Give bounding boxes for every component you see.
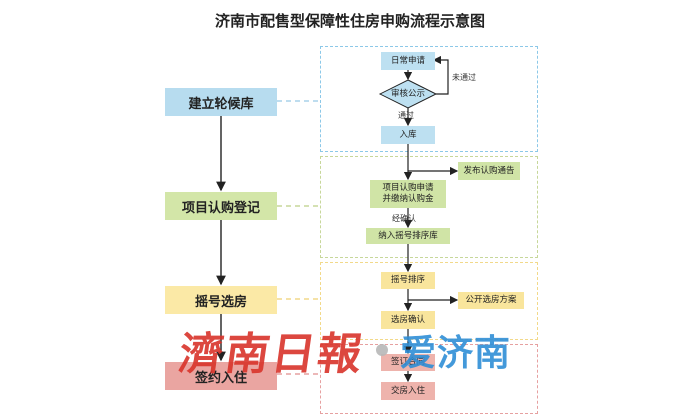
step-enter-pool: 入库 (381, 126, 435, 144)
arrow-not-passed-loop (432, 55, 449, 95)
label-after-confirmation: 经确认 (392, 214, 416, 223)
step-lottery-ranking: 摇号排序 (381, 272, 435, 289)
region-sign-move-in (320, 344, 538, 414)
region-project-registration (320, 156, 538, 258)
region-candidate-pool (320, 46, 538, 152)
newspaper-watermark: 濟南日報 爱济南 (176, 320, 540, 380)
step-project-application: 项目认购申请 并缴纳认购金 (370, 180, 446, 208)
step-lottery-queue: 纳入摇号排序库 (366, 228, 450, 244)
diagram-title: 济南市配售型保障性住房申购流程示意图 (214, 12, 485, 30)
step-project-application-line1: 项目认购申请 (382, 183, 434, 194)
step-review-publicity: 审核公示 (390, 88, 425, 99)
watermark-right-logo: 爱济南 (400, 333, 512, 374)
step-confirm-selection: 选房确认 (381, 311, 435, 329)
label-passed: 通过 (398, 111, 414, 120)
watermark-left-logo: 濟南日報 (175, 329, 367, 380)
step-publish-notice: 发布认购通告 (458, 162, 520, 180)
step-project-application-line2: 并缴纳认购金 (382, 194, 434, 204)
stage-candidate-pool: 建立轮候库 (165, 88, 277, 116)
watermark-dot (376, 344, 388, 356)
step-daily-application: 日常申请 (381, 52, 435, 70)
step-sign-contract: 签订合同 (381, 354, 435, 371)
label-not-passed: 未通过 (452, 73, 476, 82)
stage-lottery-selection: 摇号选房 (165, 286, 277, 314)
stage-project-registration: 项目认购登记 (165, 192, 277, 220)
region-lottery-selection (320, 262, 538, 340)
stage-sign-move-in: 签约入住 (165, 362, 277, 390)
step-public-plan: 公开选房方案 (458, 292, 524, 309)
step-handover: 交房入住 (381, 382, 435, 400)
